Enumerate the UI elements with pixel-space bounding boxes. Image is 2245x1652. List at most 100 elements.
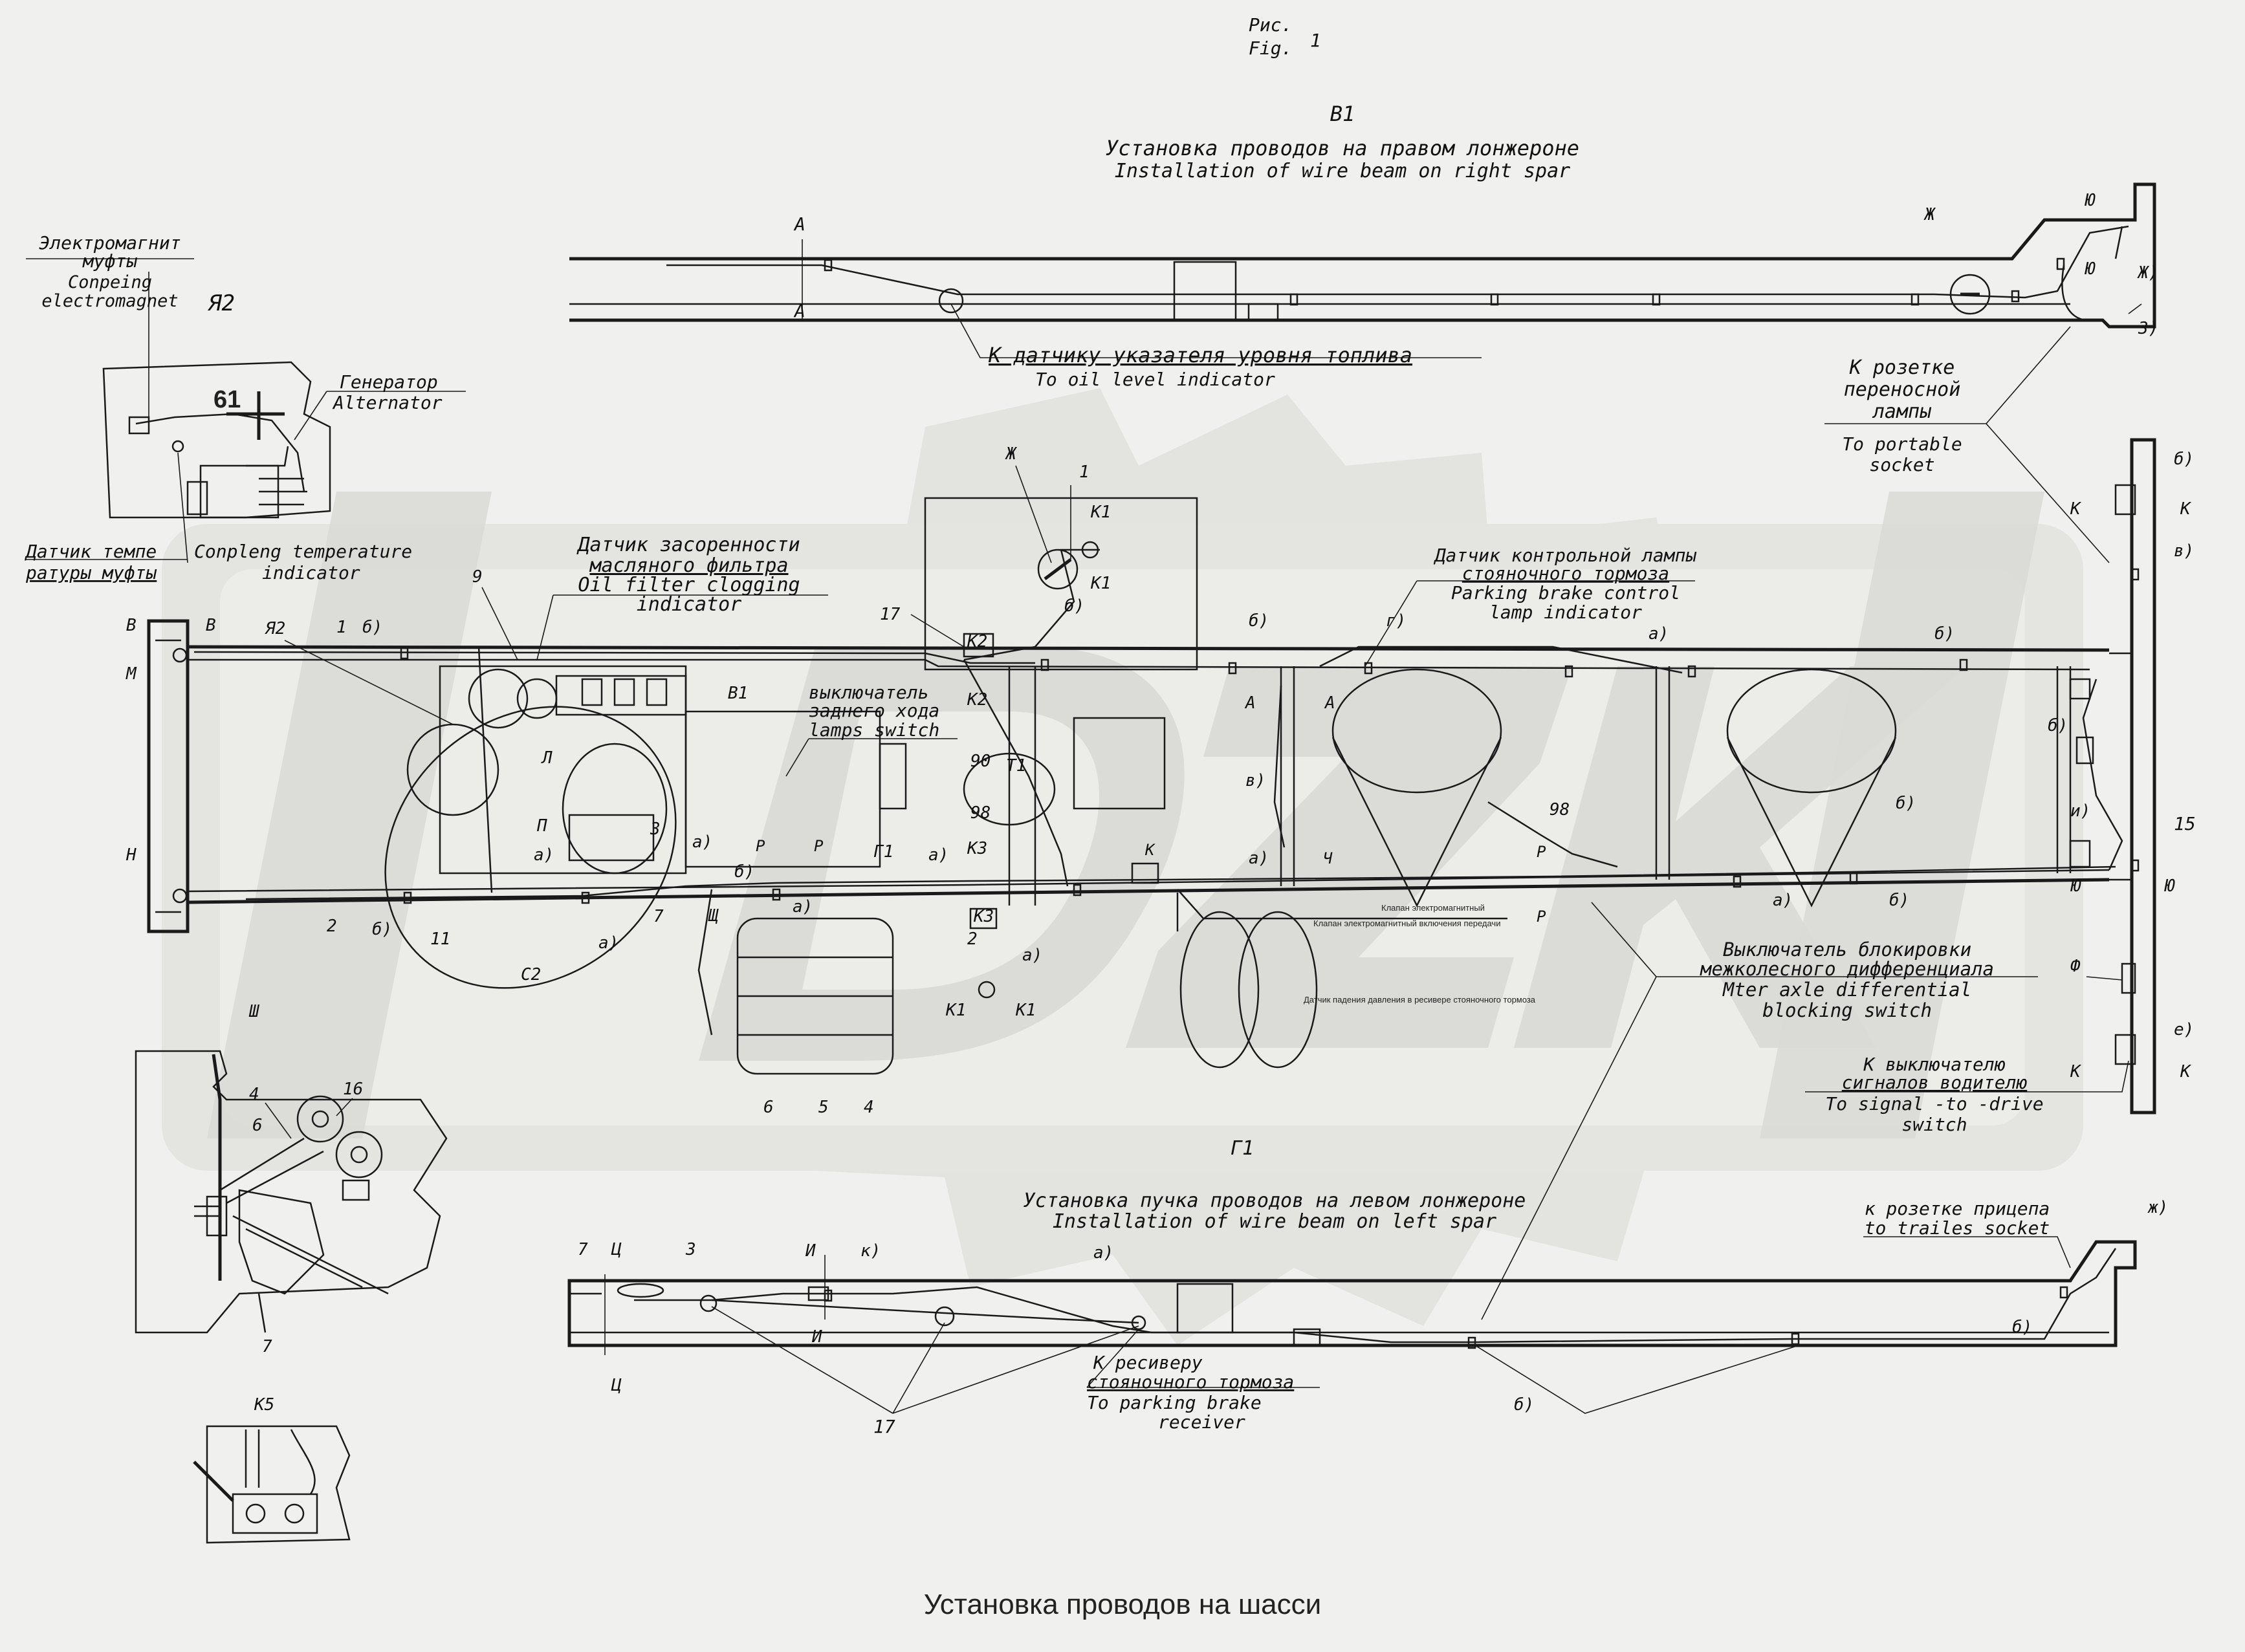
fuel-indicator-callout: К датчику указателя уровня топлива To oi… (950, 303, 1482, 390)
oil-filter-callout: Датчик засоренности масляного фильтра Oi… (536, 534, 828, 660)
marker-e: е) (2174, 1020, 2194, 1039)
marker-ts-bottom: Ц (611, 1376, 622, 1395)
marker-b-center: б) (734, 862, 754, 882)
figure-fig: Fig. (1249, 38, 1292, 59)
marker-b-lower-left: б) (372, 920, 392, 939)
clutch-magnet-ru-1: Электромагнит (39, 232, 181, 254)
clutch-magnet-ru-2: муфты (82, 250, 137, 272)
left-spar-clips (824, 1286, 2068, 1349)
marker-f: Ф (2070, 957, 2081, 976)
left-spar-view: Ц Ц 7 3 И И к) а) б) ж) б) 17 (567, 1198, 2168, 1437)
figure-ris: Рис. (1249, 14, 1292, 36)
section-b1-code: В1 (1330, 102, 1355, 126)
marker-b-crossmember: б) (1249, 611, 1269, 631)
marker-6-battery: 6 (763, 1098, 774, 1117)
receiver-en-2: receiver (1158, 1411, 1245, 1433)
marker-7-left: 7 (578, 1240, 588, 1259)
inset-sh-7: 7 (262, 1337, 272, 1356)
receiver-en-1: To parking brake (1087, 1392, 1262, 1413)
marker-shch: Щ (708, 906, 719, 926)
marker-k-small: к) (860, 1241, 881, 1261)
marker-3: 3 (650, 820, 661, 839)
marker-b-top-left: б) (362, 618, 382, 637)
clutch-magnet-en-1: Conpeing (68, 272, 152, 292)
marker-k2-box: К2 (967, 632, 987, 651)
trailer-ru: к розетке прицепа (1865, 1198, 2050, 1219)
marker-b-rear-top: б) (2174, 450, 2194, 469)
marker-k3-bottom: К3 (973, 907, 994, 926)
portable-en-1: To portable (1842, 433, 1962, 455)
marker-9: 9 (472, 567, 483, 587)
marker-p-right-2: Р (1537, 908, 1546, 926)
clutch-magnet-en-2: electromagnet (41, 291, 178, 311)
marker-v-right: В (206, 616, 216, 635)
marker-15: 15 (2174, 813, 2196, 834)
section-b1-title: В1 Установка проводов на правом лонжерон… (1106, 102, 1579, 182)
marker-b-left-spar: б) (1514, 1395, 1534, 1415)
marker-z: З) (2138, 319, 2158, 338)
marker-ii-top: И (805, 1241, 816, 1261)
marker-g1-plan: Г1 (873, 842, 893, 862)
temp-ru-2: ратуры муфты (25, 562, 157, 583)
marker-ii-bottom: И (811, 1327, 822, 1347)
oilfilter-ru-1: Датчик засоренности (576, 534, 800, 556)
marker-11: 11 (430, 929, 450, 949)
marker-k3-top: К3 (967, 839, 987, 858)
reverse-switch-callout: выключатель заднего хода lamps switch (785, 682, 958, 777)
marker-yu-rear: Ю (2070, 876, 2081, 896)
marker-m: М (126, 664, 137, 684)
marker-a-bottom: А (793, 300, 805, 321)
reverse-en: lamps switch (809, 719, 939, 741)
marker-l: Л (541, 748, 553, 768)
marker-yu-1: Ю (2085, 191, 2096, 210)
marker-ya2: Я2 (265, 619, 285, 638)
marker-p-right: Р (1537, 843, 1546, 861)
right-spar-clips (824, 257, 2065, 306)
inset-ya2-code: Я2 (207, 290, 235, 316)
fuel-label-ru: К датчику указателя уровня топлива (988, 343, 1412, 367)
marker-v-left: В (126, 616, 137, 635)
figure-number: 1 (1310, 30, 1321, 51)
inset-sh: Ш 4 6 16 7 (135, 1002, 448, 1356)
marker-98-left: 98 (970, 803, 991, 823)
inset-k5-code: К5 (254, 1395, 274, 1415)
section-g1-title: Г1 Установка пучка проводов на левом лон… (1024, 1137, 1526, 1233)
oilfilter-en-2: indicator (637, 593, 742, 616)
portable-socket-callout: К розетке переносной лампы To portable s… (1824, 326, 2110, 563)
marker-4-battery: 4 (864, 1098, 874, 1117)
marker-a-tanks: а) (1648, 624, 1669, 644)
section-b1-title-ru: Установка проводов на правом лонжероне (1106, 136, 1579, 160)
marker-98-right: 98 (1550, 800, 1570, 820)
marker-k-rear-l2: К (2070, 1062, 2082, 1081)
inset-sh-4: 4 (249, 1085, 259, 1104)
marker-2-center: 2 (967, 929, 978, 949)
marker-a-receiver: а) (1022, 946, 1042, 965)
receiver-ru-1: К ресиверу (1093, 1352, 1203, 1373)
marker-1-top: 1 (336, 618, 347, 637)
marker-t1: Т1 (1006, 756, 1026, 776)
marker-a-cm-left: А (1244, 693, 1256, 713)
parking-ru-2: стояночного тормоза (1462, 563, 1669, 584)
reverse-ru-1: выключатель (809, 682, 928, 703)
inset-sh-code: Ш (248, 1002, 260, 1021)
marker-b-tank2-lower: б) (1889, 891, 1909, 910)
portable-ru-3: лампы (1872, 400, 1932, 423)
marker-a-k3: а) (928, 845, 948, 865)
reverse-ru-2: заднего хода (809, 700, 939, 721)
marker-i-rear: и) (2070, 801, 2090, 821)
marker-a-engine: а) (534, 845, 554, 865)
marker-p-1: Р (756, 837, 765, 855)
marker-v-plan: в) (1245, 771, 1265, 790)
marker-p: П (536, 816, 547, 836)
temp-en-2: indicator (262, 562, 360, 583)
marker-b-tanks: б) (1934, 624, 1955, 644)
chassis-labels: В В М Н Я2 1 б) 9 2 б) 11 а) а) Л П 3 7 … (126, 444, 2196, 1117)
inset-sh-16: 16 (343, 1080, 363, 1099)
marker-a-lower: а) (598, 933, 619, 953)
marker-p-2: Р (814, 837, 824, 855)
marker-17-bottom: 17 (873, 1416, 895, 1437)
trailer-en: to trailes socket (1865, 1217, 2050, 1239)
marker-b-rear: б) (2048, 716, 2068, 735)
marker-k1-right: К1 (1015, 1001, 1036, 1020)
